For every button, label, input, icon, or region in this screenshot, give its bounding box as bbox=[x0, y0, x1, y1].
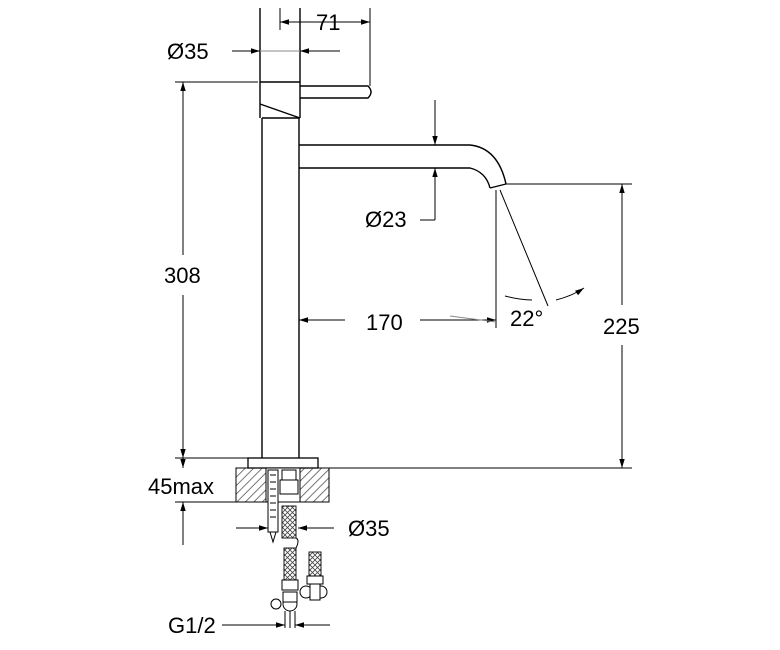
dim-label-71: 71 bbox=[316, 10, 340, 35]
dim-label-225: 225 bbox=[603, 314, 640, 339]
dim-label-g1-2: G1/2 bbox=[168, 613, 216, 638]
dimension-mount-diameter: Ø35 bbox=[236, 516, 390, 541]
dimension-spout-height: 225 bbox=[506, 183, 640, 468]
spout bbox=[299, 144, 507, 189]
dim-label-170: 170 bbox=[366, 310, 403, 335]
dimension-spout-angle: 22° bbox=[499, 189, 585, 331]
base-ring bbox=[247, 457, 319, 469]
dim-label-mount-diameter: Ø35 bbox=[348, 516, 390, 541]
supply-hoses bbox=[270, 505, 328, 628]
dim-label-top-diameter: Ø35 bbox=[167, 39, 209, 64]
handle-lever bbox=[300, 85, 372, 99]
dimension-spout-reach: 170 bbox=[299, 190, 497, 335]
dim-label-22-degrees: 22° bbox=[510, 306, 543, 331]
dimension-aerator-diameter: Ø23 bbox=[365, 100, 438, 232]
dim-label-45max: 45max bbox=[148, 474, 214, 499]
dimension-body-height: 308 bbox=[164, 81, 258, 459]
dim-label-aerator-diameter: Ø23 bbox=[365, 207, 407, 232]
faucet-body bbox=[259, 8, 301, 458]
dimension-connection-thread: G1/2 bbox=[168, 613, 330, 638]
dim-label-308: 308 bbox=[164, 263, 201, 288]
mounting-stud bbox=[267, 469, 299, 544]
dimension-top-diameter: Ø35 bbox=[167, 39, 340, 64]
dimension-counter-thickness: 45max bbox=[148, 440, 236, 545]
dimension-handle-length: 71 bbox=[279, 8, 371, 86]
